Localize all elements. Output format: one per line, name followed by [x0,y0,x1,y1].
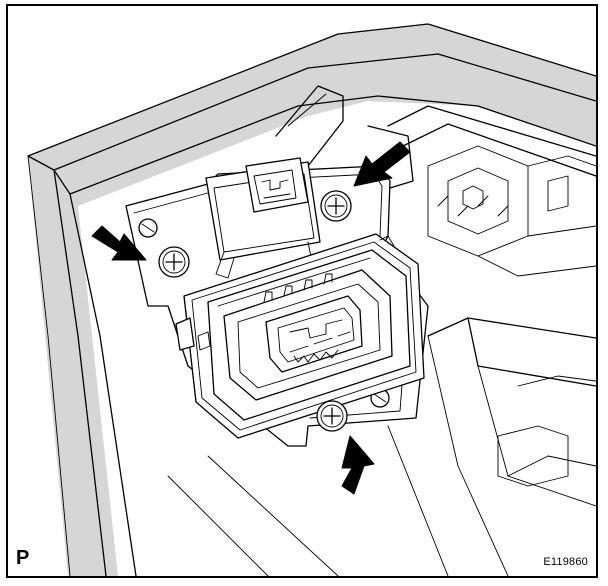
diagram-frame: P E119860 [6,4,598,578]
upper-connector [205,157,321,279]
screw-bottom [316,400,348,432]
screw-top [320,190,352,222]
arrow-left [91,225,147,261]
view-label: P [16,547,30,569]
exploded-view-illustration [27,23,596,576]
screw-left [158,246,190,278]
main-connector-housing [175,233,425,439]
arrow-top-right [353,141,411,187]
arrow-bottom [341,435,375,495]
figure-id: E119860 [543,556,588,568]
dash-panel [27,23,596,576]
